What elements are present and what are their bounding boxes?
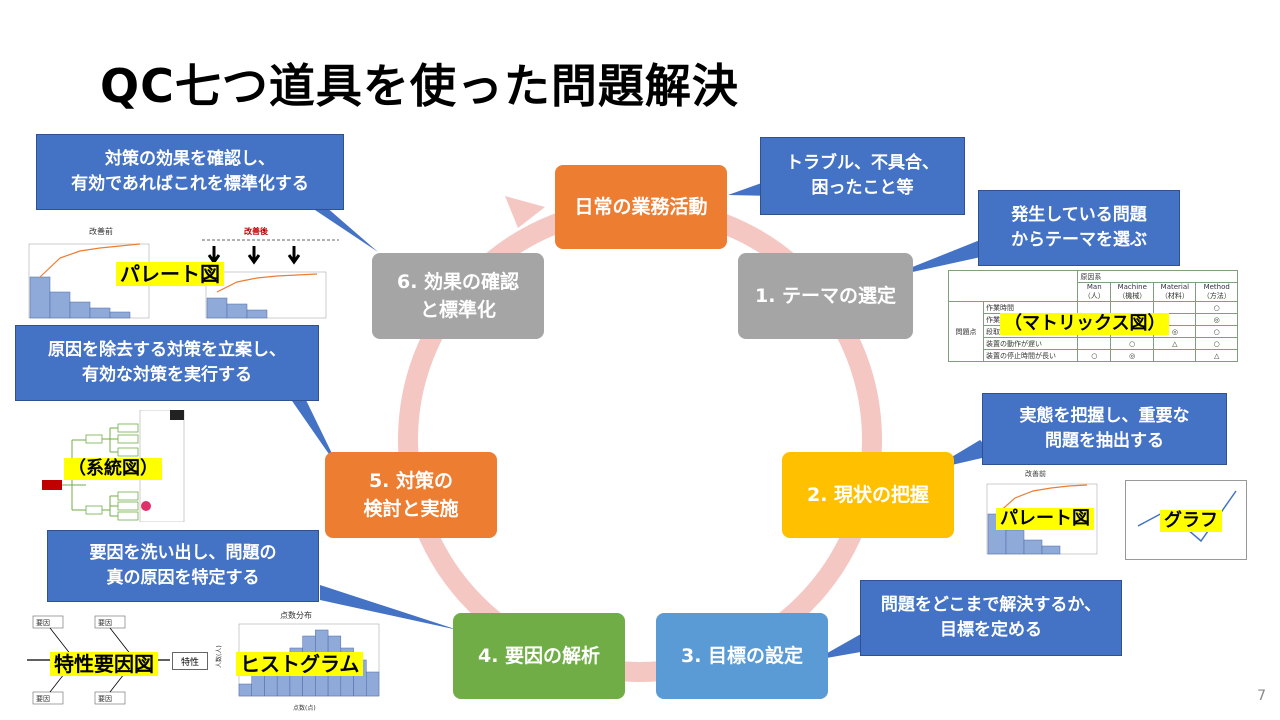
matrix-col: Material （材料）: [1153, 282, 1197, 302]
matrix-cell: [1153, 301, 1197, 314]
matrix-cell: ○: [1195, 337, 1238, 350]
hist-ylabel: 人数(人): [215, 645, 223, 668]
tree-label: （系統図）: [64, 458, 162, 480]
step-4-cause-analysis: 4. 要因の解析: [453, 613, 625, 699]
pareto-cumulative-line: [39, 243, 141, 278]
callout-cause: 要因を洗い出し、問題の 真の原因を特定する: [47, 530, 319, 602]
matrix-col: Machine （機械）: [1110, 282, 1155, 302]
matrix-col: Method （方法）: [1195, 282, 1238, 302]
matrix-col: Man （人）: [1077, 282, 1112, 302]
graph-label: グラフ: [1160, 510, 1222, 532]
matrix-cell: ○: [1195, 301, 1238, 314]
pareto-bar: [29, 276, 51, 319]
hist-title: 点数分布: [280, 610, 312, 620]
callout-current: 実態を把握し、重要な 問題を抽出する: [982, 393, 1227, 465]
page-number: 7: [1257, 688, 1266, 704]
callout-pointer: [290, 398, 340, 470]
pareto-left-label: パレート図: [116, 262, 224, 286]
matrix-cell: ○: [1110, 337, 1155, 350]
fishbone-label: 特性要因図: [50, 652, 158, 676]
matrix-row-label: 作業時間: [982, 301, 1079, 314]
matrix-cell: ◎: [1110, 349, 1155, 362]
callout-trouble: トラブル、不具合、 困ったこと等: [760, 137, 965, 215]
histogram-bar: [366, 671, 380, 697]
pareto-bar: [226, 303, 248, 319]
matrix-cell: ○: [1077, 349, 1112, 362]
cause-label: 要因: [98, 695, 112, 703]
daily-activity-box: 日常の業務活動: [555, 165, 727, 249]
histogram-label: ヒストグラム: [236, 652, 364, 676]
step-5-countermeasure: 5. 対策の 検討と実施: [325, 452, 497, 538]
cycle-arrowhead: [505, 196, 545, 228]
pareto-bar: [69, 301, 91, 319]
down-arrow-icon: [287, 246, 301, 265]
matrix-row-label: 装置の停止時間が長い: [982, 349, 1079, 362]
hist-xlabel: 点数(点): [293, 704, 316, 712]
matrix-label: （マトリックス図）: [1000, 313, 1170, 335]
matrix-row-group: 問題点: [948, 301, 984, 362]
matrix-cell: [1077, 337, 1112, 350]
down-arrow-icon: [247, 246, 261, 265]
callout-pointer: [300, 200, 378, 252]
cause-label: 要因: [98, 619, 112, 627]
matrix-cell: [1153, 349, 1197, 362]
pareto-bar: [1005, 529, 1025, 555]
pareto-bar: [109, 311, 131, 319]
matrix-cell: [1077, 301, 1112, 314]
matrix-cell: △: [1153, 337, 1197, 350]
down-arrow-icon: [207, 246, 221, 265]
characteristic-label: 特性: [180, 657, 199, 668]
step-1-theme: 1. テーマの選定: [738, 253, 913, 339]
step-6-effect: 6. 効果の確認 と標準化: [372, 253, 544, 339]
matrix-cell: ○: [1195, 325, 1238, 338]
callout-pointer: [320, 585, 458, 630]
pareto-bar: [89, 307, 111, 319]
callout-measure: 原因を除去する対策を立案し、 有効な対策を実行する: [15, 325, 319, 401]
cause-label: 要因: [36, 619, 50, 627]
callout-theme: 発生している問題 からテーマを選ぶ: [978, 190, 1180, 266]
pareto-bar: [1023, 539, 1043, 555]
pareto-after-title: 改善後: [244, 226, 269, 236]
highlight-marker: [141, 501, 151, 511]
matrix-diagram: 原因系 Man （人） Machine （機械） Material （材料） M…: [947, 270, 1238, 380]
pareto-bar: [49, 291, 71, 319]
pareto-right-title: 改善前: [1025, 469, 1046, 478]
cause-label: 要因: [36, 695, 50, 703]
pareto-bar: [1041, 545, 1061, 555]
pareto-before-title: 改善前: [89, 226, 113, 236]
matrix-cell: △: [1195, 349, 1238, 362]
pareto-bar: [206, 297, 228, 319]
pareto-cumulative-line: [996, 484, 1088, 515]
callout-goal: 問題をどこまで解決するか、 目標を定める: [860, 580, 1122, 656]
histogram-chart: 点数分布 人数(人) 点数(点): [215, 610, 380, 712]
characteristic-box: 特性: [172, 652, 208, 670]
matrix-header-group: 原因系: [1077, 270, 1238, 283]
step-3-goal: 3. 目標の設定: [656, 613, 828, 699]
pareto-cumulative-line: [216, 273, 318, 293]
callout-pointer: [815, 630, 872, 660]
matrix-cell: [1110, 301, 1155, 314]
step-2-current-state: 2. 現状の把握: [782, 452, 954, 538]
matrix-cell: ◎: [1195, 313, 1238, 326]
pareto-bar: [246, 309, 268, 319]
page-title: QC七つ道具を使った問題解決: [100, 59, 739, 113]
callout-effect: 対策の効果を確認し、 有効であればこれを標準化する: [36, 134, 344, 210]
histogram-bar: [238, 683, 252, 697]
matrix-row-label: 装置の動作が遅い: [982, 337, 1079, 350]
pareto-right-label: パレート図: [996, 508, 1094, 530]
